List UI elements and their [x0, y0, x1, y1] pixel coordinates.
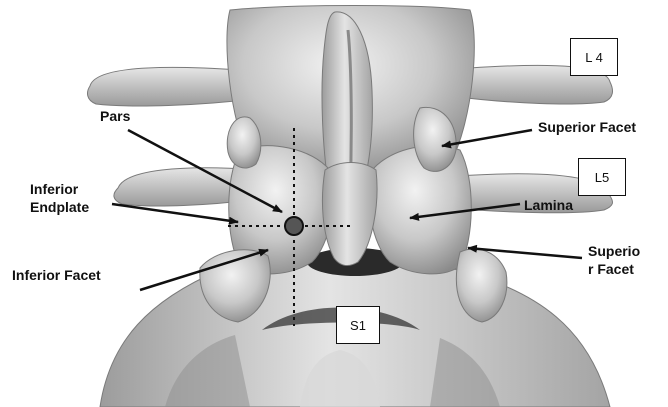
inferior-endplate-label: Inferior Endplate [30, 180, 89, 216]
s1-level-label: S1 [350, 318, 366, 333]
l4-level-label: L 4 [585, 50, 603, 65]
lamina-label: Lamina [524, 196, 573, 214]
s1-level-box: S1 [336, 306, 380, 344]
l5-level-box: L5 [578, 158, 626, 196]
inferior-facet-label: Inferior Facet [12, 266, 101, 284]
superior-facet-lower-label-line1: Superio [588, 242, 640, 260]
arrow-icon [112, 204, 238, 222]
l5-level-label: L5 [595, 170, 609, 185]
l4-level-box: L 4 [570, 38, 618, 76]
inferior-endplate-label-line1: Inferior [30, 180, 89, 198]
circle-marker-icon [285, 217, 303, 235]
pars-label: Pars [100, 107, 130, 125]
superior-facet-lower-label-line2: r Facet [588, 260, 640, 278]
superior-facet-lower-label: Superio r Facet [588, 242, 640, 278]
inferior-endplate-label-line2: Endplate [30, 198, 89, 216]
superior-facet-upper-label: Superior Facet [538, 118, 636, 136]
